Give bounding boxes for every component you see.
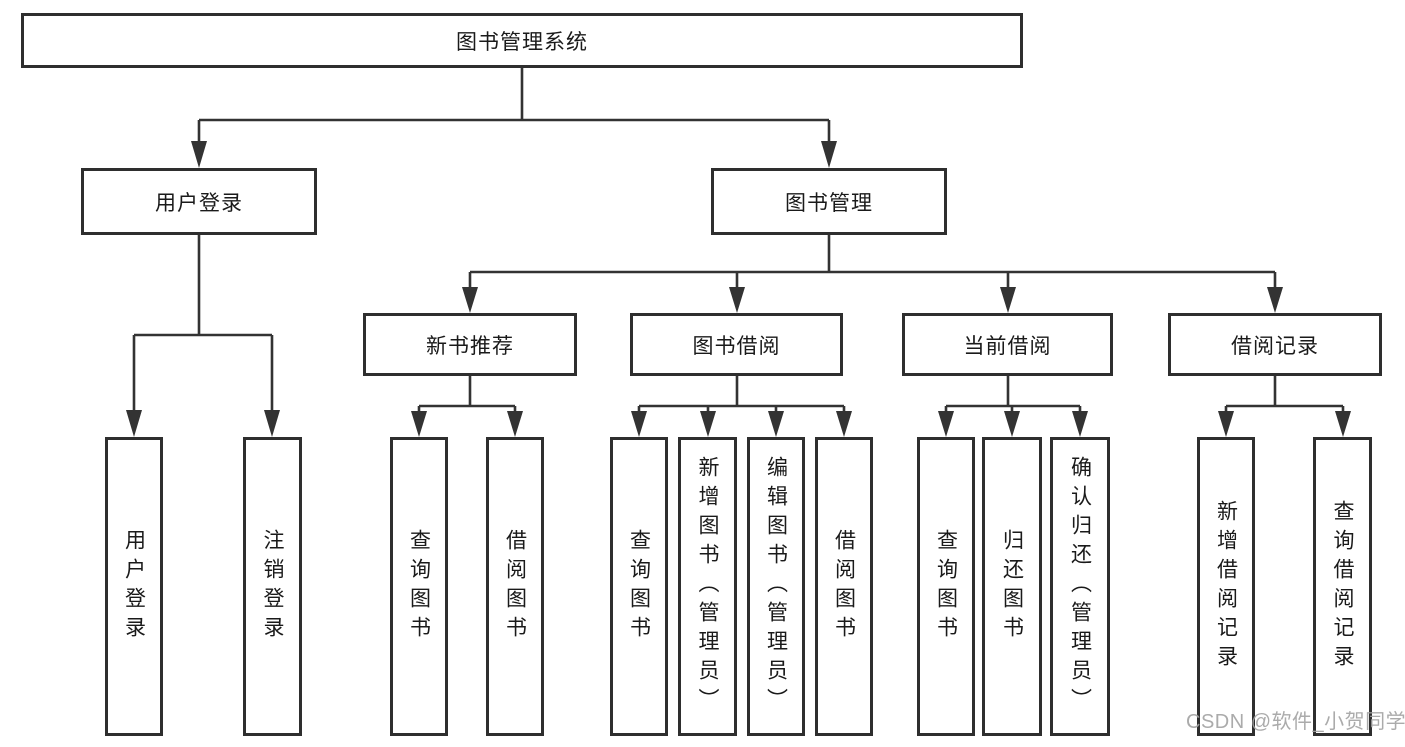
leaf-add-borrow-record: 新增借阅记录 [1197, 437, 1255, 736]
node-label: 借阅记录 [1231, 334, 1319, 358]
node-library-management-system: 图书管理系统 [21, 13, 1023, 68]
node-label: 查询图书 [627, 528, 651, 645]
node-user-login: 用户登录 [81, 168, 317, 235]
leaf-return-books: 归还图书 [982, 437, 1042, 736]
csdn-watermark: CSDN @软件_小贺同学 [1186, 711, 1405, 733]
leaf-confirm-return-admin: 确认归还（管理员） [1050, 437, 1110, 736]
node-label: 新增图书（管理员） [696, 456, 719, 717]
node-label: 用户登录 [122, 528, 146, 645]
node-book-borrow: 图书借阅 [630, 313, 843, 376]
node-label: 图书管理系统 [456, 30, 588, 54]
leaf-add-books-admin: 新增图书（管理员） [678, 437, 737, 736]
node-label: 查询借阅记录 [1331, 499, 1354, 674]
node-current-borrow: 当前借阅 [902, 313, 1113, 376]
leaf-query-books-borrow: 查询图书 [610, 437, 668, 736]
leaf-user-login: 用户登录 [105, 437, 163, 736]
leaf-query-books-recommend: 查询图书 [390, 437, 448, 736]
node-label: 借阅图书 [503, 528, 527, 645]
node-label: 当前借阅 [963, 334, 1052, 358]
node-label: 新书推荐 [426, 334, 514, 358]
leaf-edit-books-admin: 编辑图书（管理员） [747, 437, 805, 736]
node-borrow-records: 借阅记录 [1168, 313, 1382, 376]
node-new-book-recommend: 新书推荐 [363, 313, 577, 376]
node-label: 确认归还（管理员） [1068, 456, 1092, 717]
leaf-query-books-current: 查询图书 [917, 437, 975, 736]
node-label: 图书借阅 [692, 334, 781, 358]
node-label: 注销登录 [261, 528, 284, 645]
leaf-borrow-books-recommend: 借阅图书 [486, 437, 544, 736]
node-label: 图书管理 [785, 191, 873, 215]
leaf-query-borrow-record: 查询借阅记录 [1313, 437, 1372, 736]
node-label: 编辑图书（管理员） [764, 456, 788, 717]
node-book-management: 图书管理 [711, 168, 947, 235]
node-label: 归还图书 [1000, 528, 1024, 645]
node-label: 查询图书 [407, 528, 431, 645]
leaf-borrow-books-borrow: 借阅图书 [815, 437, 873, 736]
node-label: 借阅图书 [832, 528, 856, 645]
node-label: 查询图书 [934, 528, 958, 645]
leaf-logout-login: 注销登录 [243, 437, 302, 736]
node-label: 用户登录 [155, 191, 243, 215]
node-label: 新增借阅记录 [1214, 499, 1238, 674]
